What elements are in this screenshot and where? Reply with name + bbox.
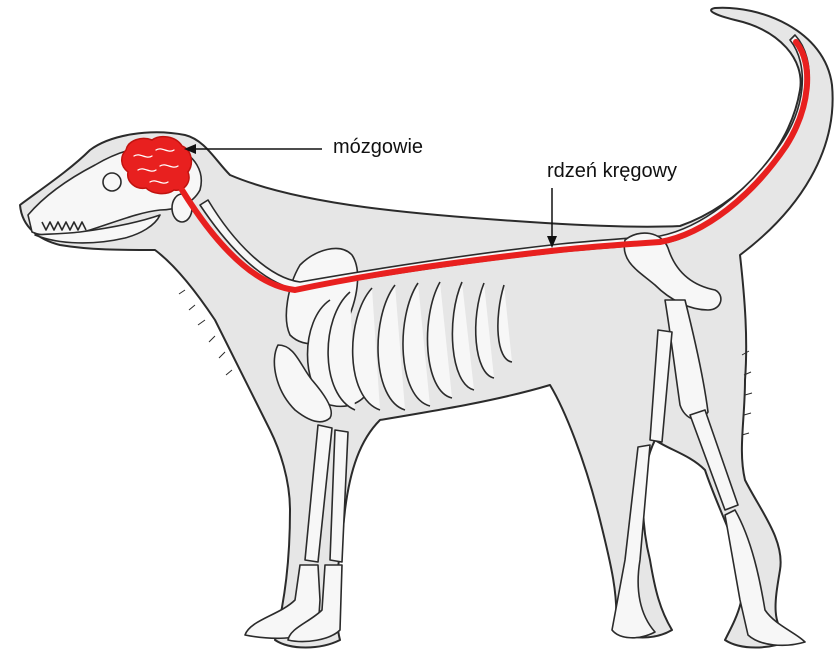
dog-silhouette xyxy=(20,8,833,648)
spinal-cord-label: rdzeń kręgowy xyxy=(547,160,677,183)
brain xyxy=(122,137,192,194)
brain-label: mózgowie xyxy=(333,136,423,159)
eye-socket xyxy=(103,173,121,191)
skeleton xyxy=(28,35,809,645)
dog-body-outline xyxy=(20,8,833,648)
